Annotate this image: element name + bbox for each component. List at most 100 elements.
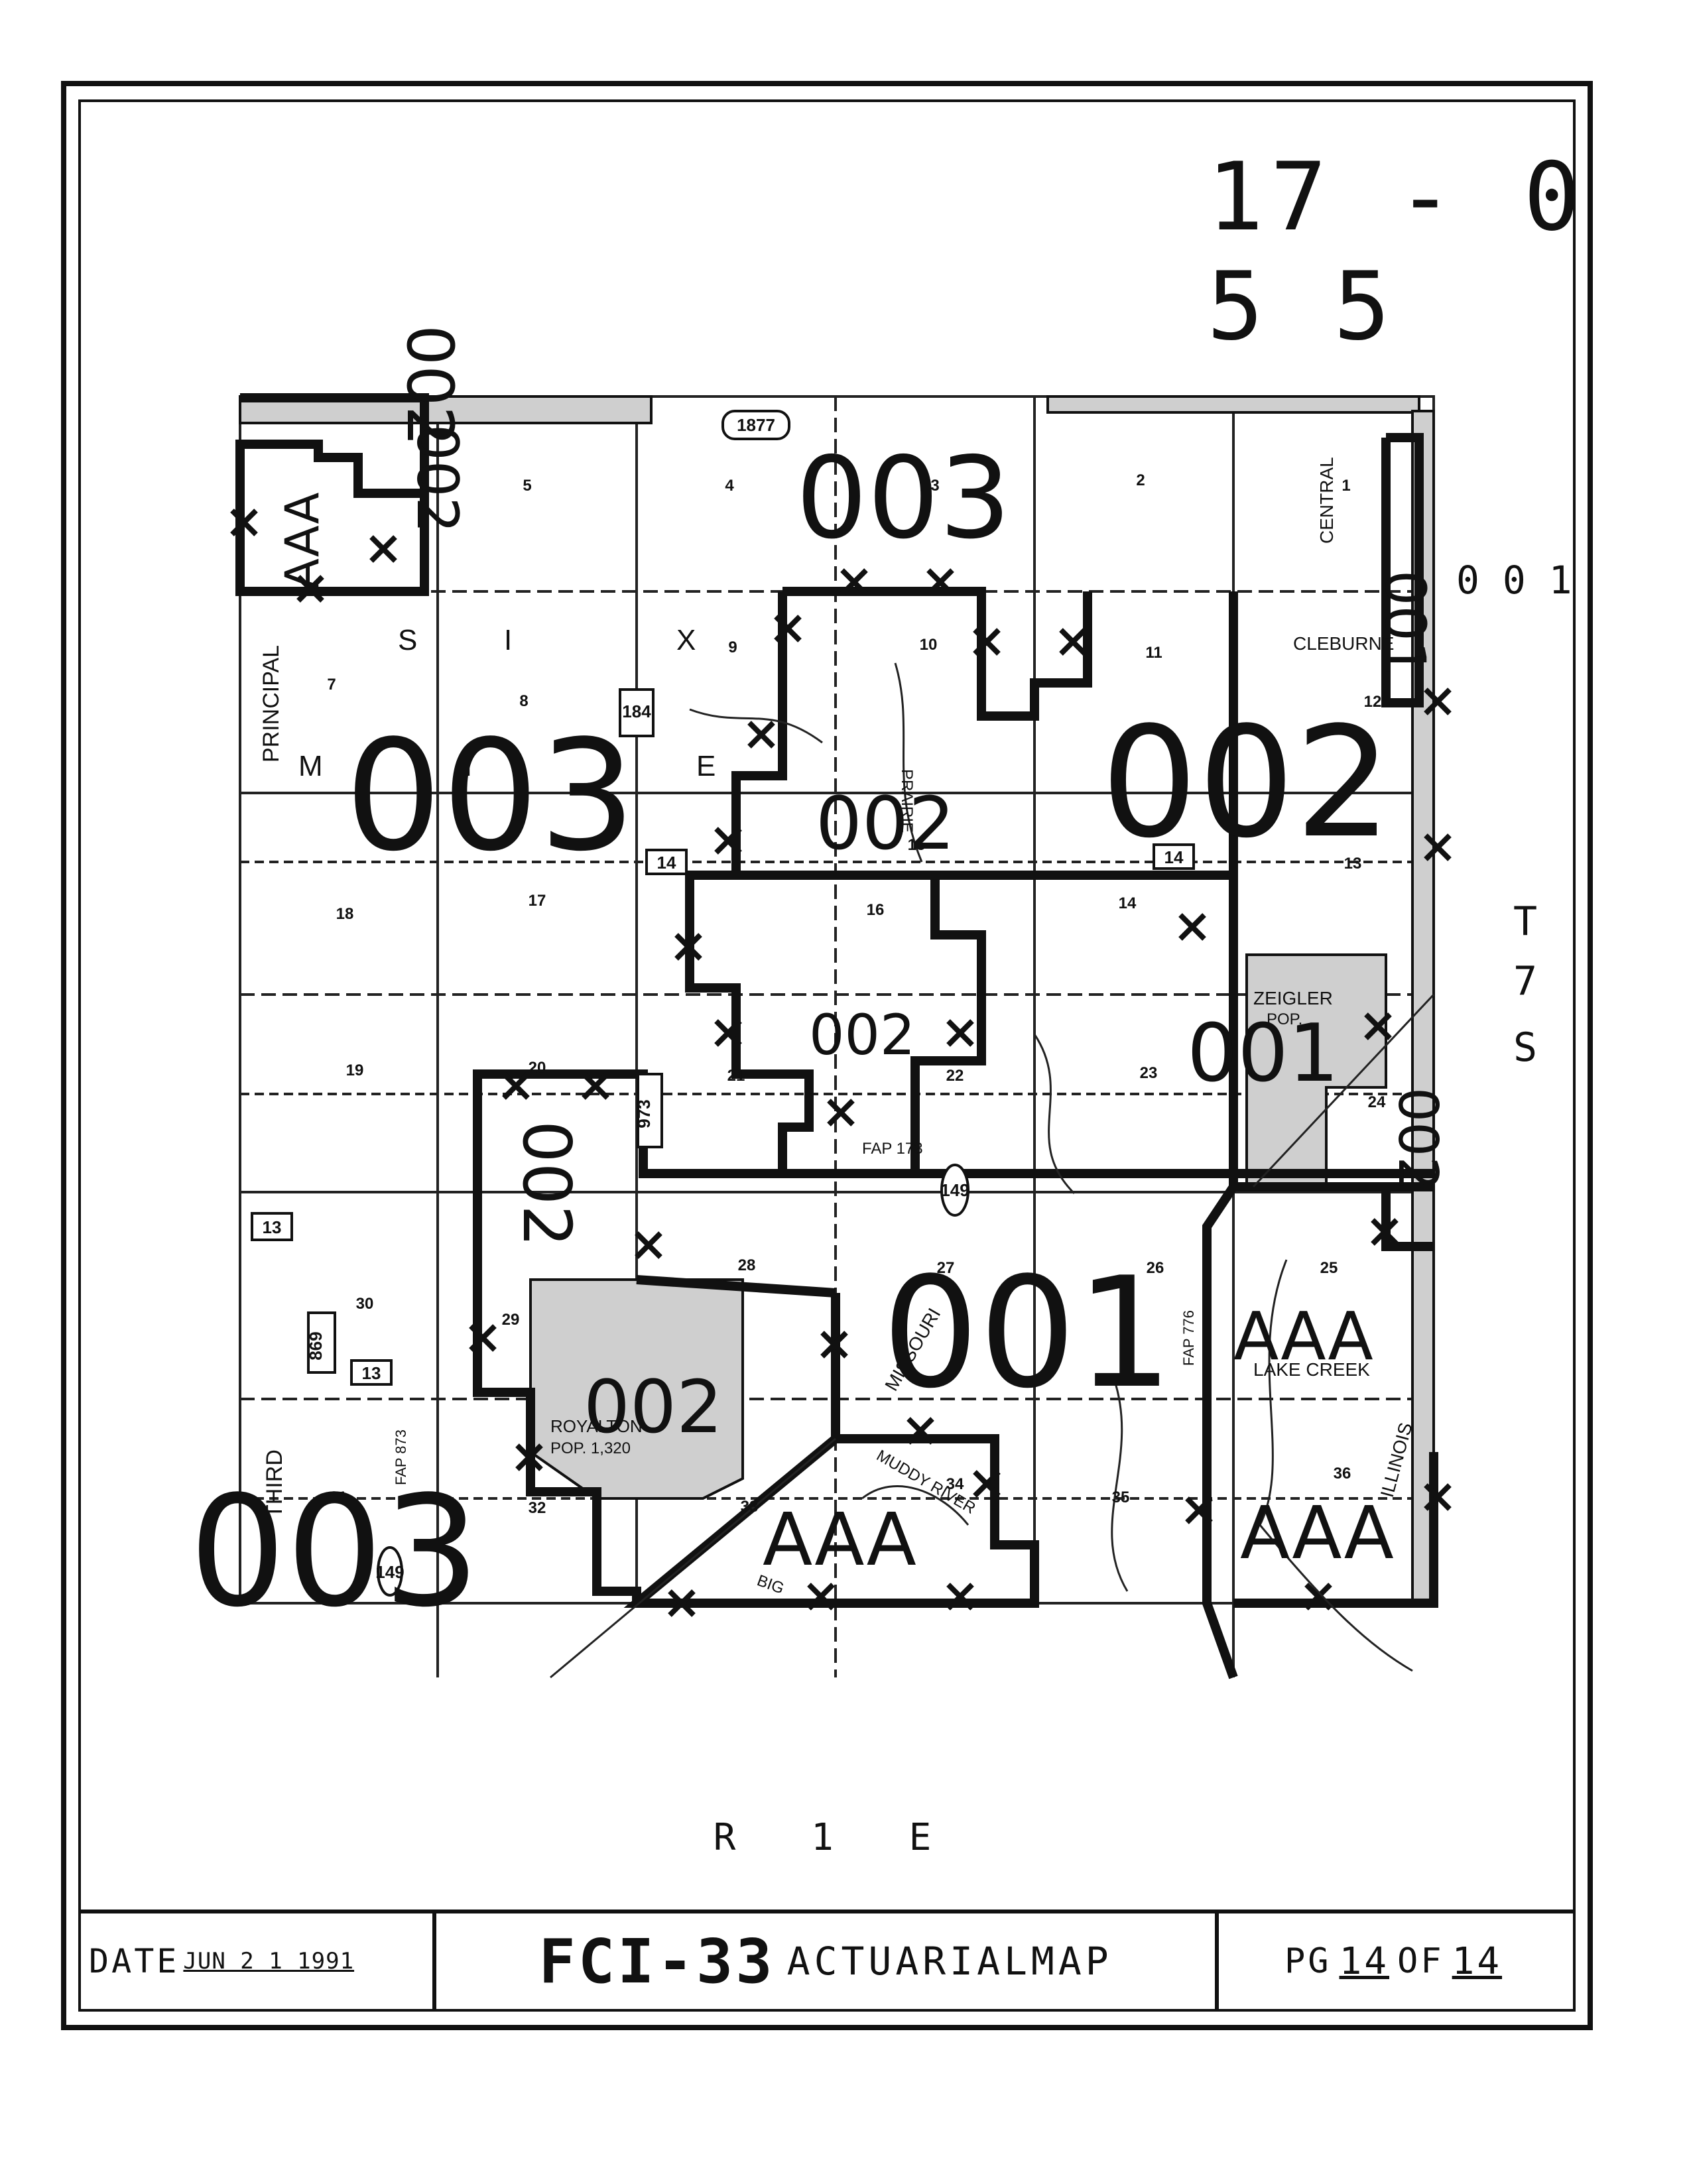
boundary-x-marks	[230, 509, 1452, 1617]
label-fap-873: FAP 873	[393, 1429, 409, 1485]
township-s: S	[1513, 1024, 1537, 1071]
zone-labels: 002 003 002 003 002 002 002 002 001 002 …	[189, 325, 1449, 1641]
route-shield-labels: 1877 184 14 14 973 149 869 13 13 149	[263, 415, 1184, 1582]
label-illinois: ILLINOIS	[1377, 1420, 1416, 1499]
zone-label-002-vertical: 002	[508, 1121, 586, 1247]
section-2: 2	[1136, 471, 1145, 489]
page-number: 14	[1339, 1939, 1389, 1983]
date-label: DATE	[89, 1942, 180, 1980]
section-4: 4	[725, 477, 734, 495]
page-label: PG	[1284, 1941, 1332, 1981]
shield-149b: 149	[375, 1562, 404, 1582]
section-7: 7	[327, 676, 336, 694]
shield-1877: 1877	[737, 415, 775, 435]
zone-label-002-small-top: 002	[404, 424, 470, 533]
section-31: 31	[330, 1488, 347, 1506]
shield-14a: 14	[657, 853, 676, 873]
section-3: 3	[930, 477, 939, 495]
date-value: JUN 2 1 1991	[183, 1948, 355, 1974]
zone-label-002-right: 002	[1101, 695, 1392, 872]
title-block: DATE JUN 2 1 1991 FCI-33 ACTUARIALMAP PG…	[78, 1910, 1576, 2009]
township-7: 7	[1513, 958, 1537, 1004]
section-32: 32	[529, 1499, 546, 1517]
label-royalton-pop: POP. 1,320	[550, 1439, 631, 1457]
section-26: 26	[1147, 1259, 1164, 1277]
label-zeigler: ZEIGLER	[1253, 988, 1333, 1008]
zone-label-001-zeigler: 001	[1187, 1008, 1339, 1100]
township-t: T	[1513, 898, 1537, 945]
margin-labels: 0 0 1 T 7 S R 1 E	[714, 558, 1572, 1859]
section-11: 11	[1145, 644, 1162, 662]
zone-label-003-top: 003	[796, 433, 1011, 564]
section-22: 22	[946, 1067, 964, 1085]
zone-boundaries	[235, 393, 1438, 1679]
section-17: 17	[529, 892, 546, 910]
label-letter-x: X	[676, 624, 696, 656]
section-21: 21	[727, 1067, 745, 1085]
label-royalton: ROYALTON	[550, 1416, 643, 1436]
section-5: 5	[523, 477, 531, 495]
shield-149a: 149	[940, 1180, 969, 1200]
zone-label-001-vertical: 001	[1373, 570, 1438, 676]
zone-label-aaa-top-left: AAA	[275, 492, 330, 590]
section-33: 33	[741, 1498, 759, 1516]
label-letter-e: E	[696, 750, 716, 782]
section-30: 30	[356, 1295, 374, 1313]
range-label: R 1 E	[714, 1816, 958, 1859]
shield-973: 973	[634, 1099, 654, 1128]
label-letter-m: M	[298, 750, 323, 782]
zone-label-002-royalton: 002	[584, 1365, 723, 1449]
outer-frame	[61, 81, 1593, 2030]
label-zeigler-pop: POP.	[1267, 1010, 1302, 1028]
page-cell: PG 14 OF 14	[1219, 1913, 1576, 2009]
section-34: 34	[946, 1475, 964, 1493]
section-28: 28	[738, 1256, 756, 1274]
label-lake-creek: LAKE CREEK	[1253, 1359, 1370, 1380]
section-27: 27	[937, 1259, 955, 1277]
label-cleburne: CLEBURNE	[1293, 633, 1394, 654]
section-16: 16	[867, 901, 885, 919]
label-prairie: PRAIRIE	[898, 769, 916, 833]
label-letter-i: I	[504, 624, 512, 656]
section-15: 15	[908, 836, 926, 854]
shield-13a: 13	[263, 1217, 282, 1237]
form-id: FCI-33	[538, 1925, 775, 1997]
shield-13b: 13	[362, 1363, 381, 1383]
zone-label-aaa-corner: AAA	[1240, 1490, 1394, 1575]
section-18: 18	[336, 905, 354, 923]
section-25: 25	[1320, 1259, 1338, 1277]
shield-869: 869	[306, 1331, 326, 1360]
section-20: 20	[529, 1059, 546, 1077]
zone-label-aaa-creek: AAA	[1233, 1298, 1373, 1375]
section-1: 1	[1342, 477, 1350, 495]
label-letter-i2: I	[464, 750, 472, 782]
label-fap-173: FAP 173	[862, 1140, 923, 1158]
section-9: 9	[728, 638, 737, 656]
date-cell: DATE JUN 2 1 1991	[78, 1913, 436, 2009]
shield-14b: 14	[1164, 847, 1184, 867]
label-third: THIRD	[262, 1449, 287, 1518]
section-19: 19	[346, 1062, 364, 1079]
section-12: 12	[1364, 693, 1382, 711]
label-central: CENTRAL	[1316, 457, 1337, 544]
zone-label-003-bottom: 003	[189, 1464, 480, 1641]
section-23: 23	[1140, 1064, 1158, 1082]
map-number: 17 - 0 5 5	[1207, 143, 1587, 361]
section-8: 8	[519, 692, 528, 710]
zone-label-002-top-left: 002	[393, 325, 467, 446]
title-cell: FCI-33 ACTUARIALMAP	[436, 1913, 1219, 2009]
margin-label-001: 0 0 1	[1456, 558, 1572, 603]
zone-label-002-center: 002	[816, 781, 955, 866]
rivers-and-rail	[550, 662, 1435, 1679]
section-36: 36	[1334, 1465, 1351, 1483]
section-13: 13	[1344, 855, 1362, 873]
form-title: ACTUARIALMAP	[786, 1939, 1113, 1984]
page-total: 14	[1452, 1939, 1503, 1983]
of-label: OF	[1397, 1941, 1444, 1981]
section-24: 24	[1368, 1093, 1386, 1111]
section-29: 29	[502, 1311, 520, 1329]
zone-label-002-lower: 002	[809, 1002, 915, 1067]
route-shields	[251, 410, 1195, 1597]
zone-label-002-edge: 002	[1386, 1087, 1449, 1191]
